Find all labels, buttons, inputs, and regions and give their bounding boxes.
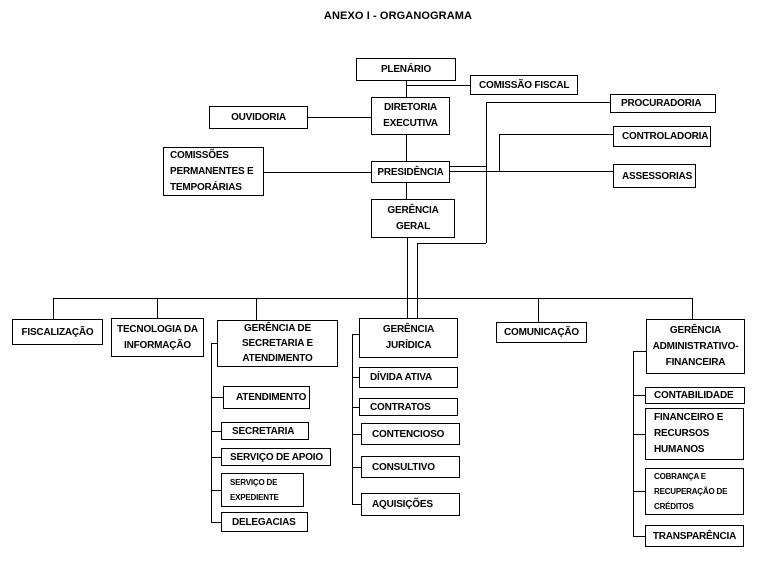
connector-line <box>417 243 418 318</box>
node-transparencia: TRANSPARÊNCIA <box>645 525 744 547</box>
node-fiscalizacao: FISCALIZAÇÃO <box>12 319 103 345</box>
connector-line <box>499 134 500 171</box>
node-gerencia-geral: GERÊNCIA GERAL <box>371 199 455 238</box>
node-contabilidade: CONTABILIDADE <box>645 387 745 404</box>
node-tecnologia-informacao: TECNOLOGIA DA INFORMAÇÃO <box>111 318 204 357</box>
connector-line <box>538 298 539 322</box>
connector-line <box>211 343 212 522</box>
connector-line <box>633 351 634 536</box>
connector-line <box>211 343 217 344</box>
connector-line <box>352 377 359 378</box>
node-servico-expediente: SERVIÇO DE EXPEDIENTE <box>221 473 304 507</box>
node-presidencia: PRESIDÊNCIA <box>371 161 450 183</box>
connector-line <box>450 171 613 172</box>
connector-line <box>211 490 221 491</box>
connector-line <box>633 491 645 492</box>
node-consultivo: CONSULTIVO <box>361 456 460 478</box>
node-cobranca-creditos: COBRANÇA E RECUPERAÇÃO DE CRÉDITOS <box>645 468 744 515</box>
node-secretaria: SECRETARIA <box>221 422 309 440</box>
connector-line <box>633 395 645 396</box>
connector-line <box>263 172 371 173</box>
connector-line <box>211 457 221 458</box>
connector-line <box>211 397 223 398</box>
connector-line <box>486 102 610 103</box>
connector-line <box>352 334 353 505</box>
connector-line <box>53 298 692 299</box>
connector-line <box>157 298 158 318</box>
node-comissoes-permanentes: COMISSÕES PERMANENTES E TEMPORÁRIAS <box>163 147 264 196</box>
connector-line <box>352 504 361 505</box>
node-gerencia-adm-financeira: GERÊNCIA ADMINISTRATIVO- FINANCEIRA <box>646 319 745 374</box>
node-divida-ativa: DÍVIDA ATIVA <box>359 367 458 388</box>
connector-line <box>352 434 361 435</box>
connector-line <box>352 467 361 468</box>
node-gerencia-juridica: GERÊNCIA JURÍDICA <box>359 318 458 358</box>
connector-line <box>352 334 359 335</box>
node-financeiro-rh: FINANCEIRO E RECURSOS HUMANOS <box>645 408 744 460</box>
connector-line <box>211 431 221 432</box>
connector-line <box>352 407 359 408</box>
node-contencioso: CONTENCIOSO <box>361 423 460 445</box>
connector-line <box>633 434 645 435</box>
connector-line <box>406 135 407 161</box>
connector-line <box>633 536 645 537</box>
page-title: ANEXO I - ORGANOGRAMA <box>323 10 473 22</box>
node-assessorias: ASSESSORIAS <box>613 164 696 188</box>
node-controladoria: CONTROLADORIA <box>613 126 711 147</box>
connector-line <box>450 166 486 167</box>
node-contratos: CONTRATOS <box>359 398 458 416</box>
node-procuradoria: PROCURADORIA <box>610 94 716 113</box>
node-delegacias: DELEGACIAS <box>221 512 308 532</box>
connector-line <box>406 81 407 97</box>
node-servico-apoio: SERVIÇO DE APOIO <box>221 448 331 466</box>
node-ouvidoria: OUVIDORIA <box>209 106 308 129</box>
connector-line <box>308 117 371 118</box>
node-plenario: PLENÁRIO <box>356 58 456 81</box>
connector-line <box>417 243 486 244</box>
connector-line <box>53 298 54 319</box>
node-atendimento: ATENDIMENTO <box>223 386 310 409</box>
connector-line <box>406 183 407 199</box>
connector-line <box>407 238 408 318</box>
connector-line <box>692 298 693 319</box>
node-gerencia-secretaria: GERÊNCIA DE SECRETARIA E ATENDIMENTO <box>217 320 338 367</box>
connector-line <box>406 85 470 86</box>
connector-line <box>486 102 487 243</box>
connector-line <box>211 522 221 523</box>
node-comunicacao: COMUNICAÇÃO <box>496 322 587 343</box>
node-aquisicoes: AQUISIÇÕES <box>361 493 460 516</box>
node-diretoria-executiva: DIRETORIA EXECUTIVA <box>371 97 450 135</box>
connector-line <box>499 134 613 135</box>
connector-line <box>633 351 646 352</box>
node-comissao-fiscal: COMISSÃO FISCAL <box>470 75 578 95</box>
connector-line <box>256 298 257 320</box>
